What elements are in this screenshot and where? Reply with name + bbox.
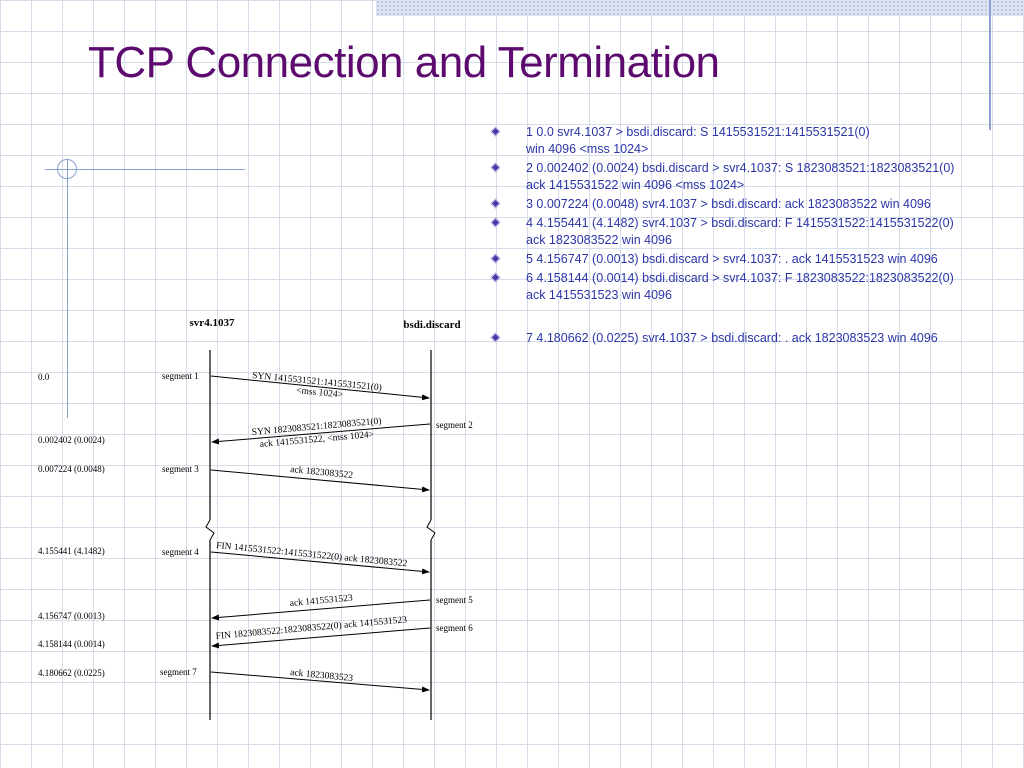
trace-item-3: 3 0.007224 (0.0048) svr4.1037 > bsdi.dis… [490,196,1020,213]
trace-line: 6 4.158144 (0.0014) bsdi.discard > svr4.… [526,271,954,285]
arrow-label-3: ack 1823083522 [290,465,354,481]
segment-label-5: segment 5 [436,595,473,605]
arrow-segment-5 [211,599,431,621]
arrow-segment-1 [210,375,430,401]
time-label-6: 4.158144 (0.0014) [38,639,105,649]
trace-line-cont: win 4096 <mss 1024> [526,142,649,156]
arrow-label-1b: <mss 1024> [296,386,344,400]
trace-line-cont: ack 1415531523 win 4096 [526,288,672,302]
segment-label-6: segment 6 [436,623,473,633]
segment-label-4: segment 4 [162,547,199,557]
time-label-1: 0.0 [38,372,50,382]
left-lifeline-break [205,519,215,541]
diamond-bullet-icon [490,198,501,209]
time-label-7: 4.180662 (0.0225) [38,668,105,678]
trace-line: 5 4.156747 (0.0013) bsdi.discard > svr4.… [526,252,938,266]
decorative-left-line [67,160,68,418]
time-label-4: 4.155441 (4.1482) [38,546,105,556]
tcp-timeline-diagram: svr4.1037 bsdi.discard 0.0 0.002402 (0.0… [38,317,473,720]
decorative-vertical-line [989,0,991,130]
trace-list: 1 0.0 svr4.1037 > bsdi.discard: S 141553… [490,124,1020,349]
trace-line: 1 0.0 svr4.1037 > bsdi.discard: S 141553… [526,125,870,139]
segment-label-3: segment 3 [162,464,199,474]
trace-line-cont: ack 1823083522 win 4096 [526,233,672,247]
arrow-segment-2 [211,423,431,445]
arrow-segment-3 [210,469,430,493]
right-host-label: bsdi.discard [403,319,460,331]
time-label-3: 0.007224 (0.0048) [38,464,105,474]
right-lifeline-break [426,519,436,541]
arrow-segment-7 [210,671,430,693]
arrow-label-7: ack 1823083523 [290,668,354,684]
left-host-label: svr4.1037 [190,317,235,329]
arrow-segment-4 [210,551,430,575]
trace-line: 7 4.180662 (0.0225) svr4.1037 > bsdi.dis… [526,331,938,345]
diamond-bullet-icon [490,126,501,137]
trace-item-4: 4 4.155441 (4.1482) svr4.1037 > bsdi.dis… [490,215,1020,249]
time-label-5: 4.156747 (0.0013) [38,611,105,621]
diamond-bullet-icon [490,217,501,228]
diamond-bullet-icon [490,162,501,173]
trace-line: 2 0.002402 (0.0024) bsdi.discard > svr4.… [526,161,955,175]
slide-title: TCP Connection and Termination [88,38,720,87]
decorative-horizontal-line [45,169,245,170]
time-label-2: 0.002402 (0.0024) [38,435,105,445]
decorative-band [376,0,1024,16]
diamond-bullet-icon [490,253,501,264]
trace-line-cont: ack 1415531522 win 4096 <mss 1024> [526,178,745,192]
segment-label-7: segment 7 [160,667,197,677]
trace-line: 4 4.155441 (4.1482) svr4.1037 > bsdi.dis… [526,216,954,230]
trace-item-7: 7 4.180662 (0.0225) svr4.1037 > bsdi.dis… [490,330,1020,347]
arrow-segment-6 [211,627,431,649]
trace-item-1: 1 0.0 svr4.1037 > bsdi.discard: S 141553… [490,124,1020,158]
diamond-bullet-icon [490,272,501,283]
trace-line: 3 0.007224 (0.0048) svr4.1037 > bsdi.dis… [526,197,931,211]
segment-label-2: segment 2 [436,420,473,430]
trace-item-6: 6 4.158144 (0.0014) bsdi.discard > svr4.… [490,270,1020,304]
segment-label-1: segment 1 [162,371,199,381]
trace-item-5: 5 4.156747 (0.0013) bsdi.discard > svr4.… [490,251,1020,268]
decorative-circle-icon [57,159,77,179]
trace-item-2: 2 0.002402 (0.0024) bsdi.discard > svr4.… [490,160,1020,194]
